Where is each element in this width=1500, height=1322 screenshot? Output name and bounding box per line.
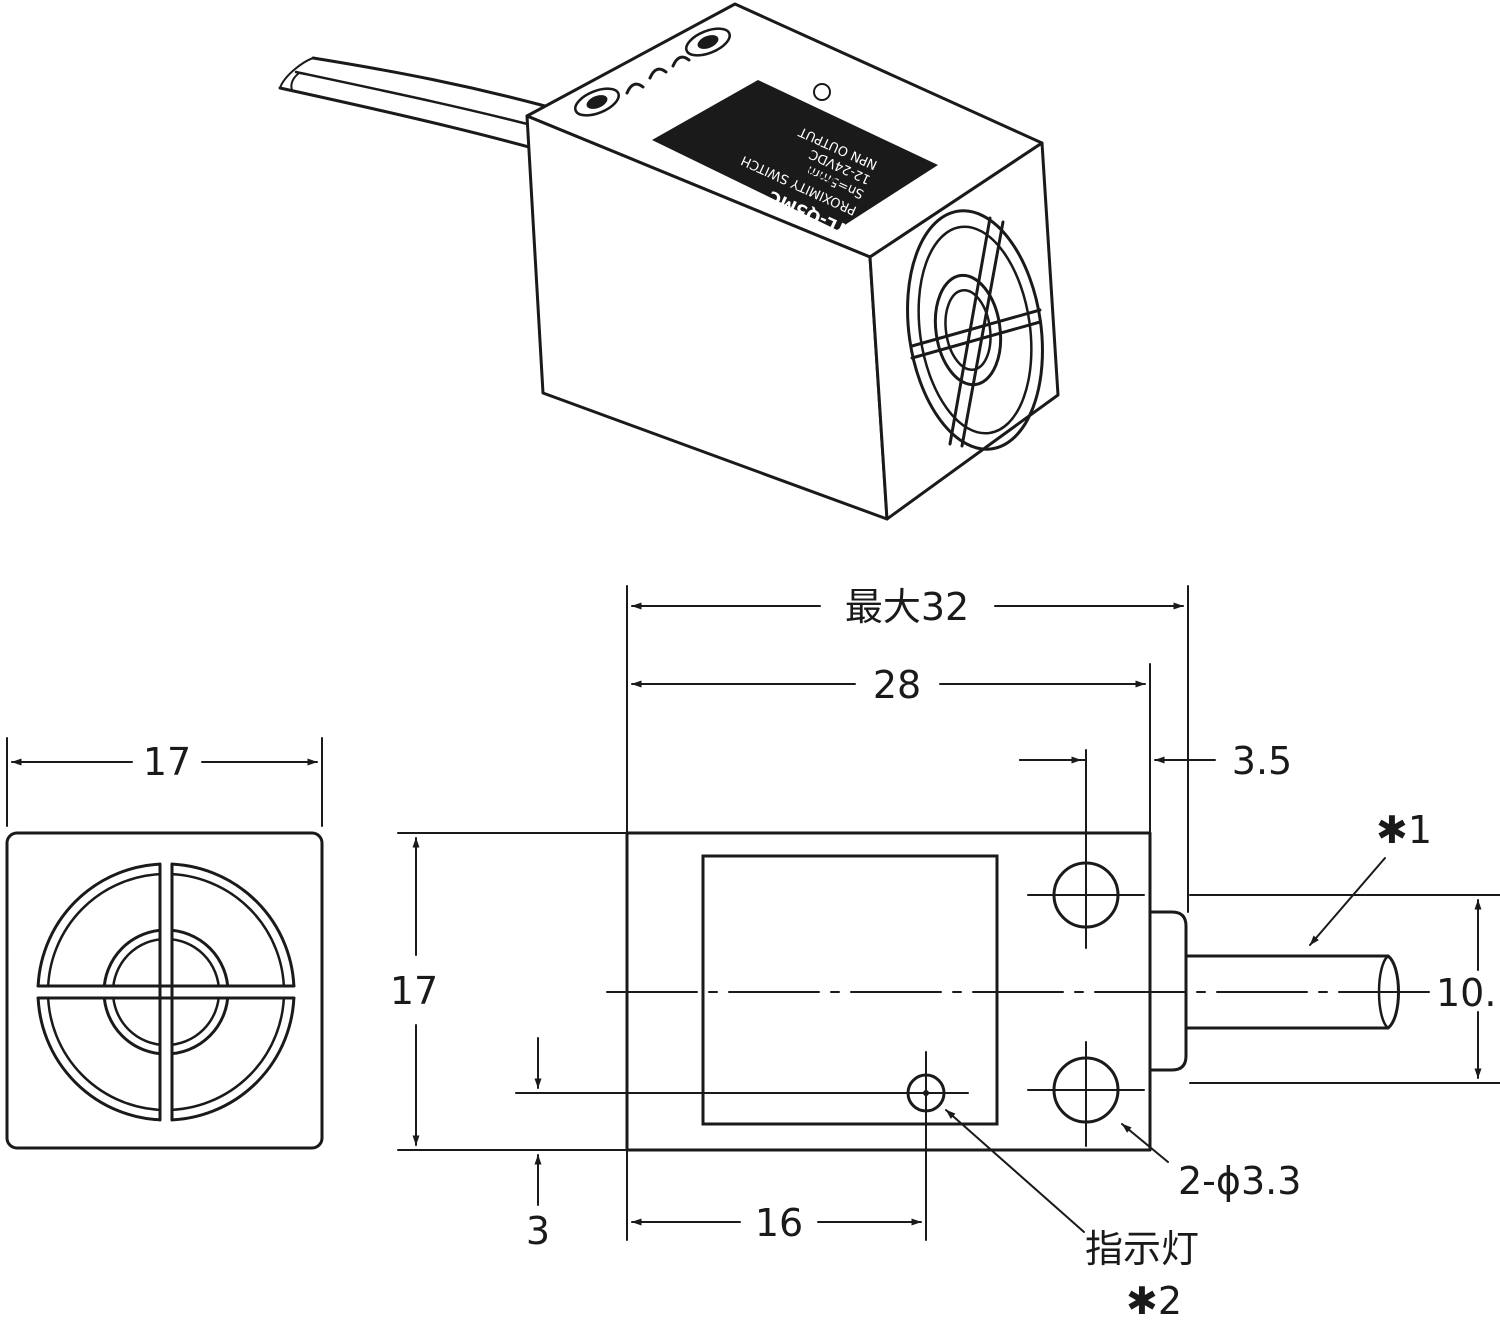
dim-mount-holes: 2-ϕ3.3 xyxy=(1178,1159,1301,1203)
dim-led-offset-x: 16 xyxy=(755,1201,803,1245)
led-3d xyxy=(813,83,831,101)
dim-cable-offset: 3.5 xyxy=(1232,739,1292,783)
dim-front-width: 17 xyxy=(143,740,191,784)
dim-body-length: 28 xyxy=(873,663,921,707)
sensor-3d-view: TL-Q5MC PROXIMITY SWITCH Sn=5mm 12-24VDC… xyxy=(278,2,1060,521)
mount-holes xyxy=(1027,749,1145,1147)
front-view: 17 xyxy=(5,737,324,1150)
note-2: ✱2 xyxy=(1126,1279,1182,1322)
screw-holes-top xyxy=(574,27,731,117)
label-indicator: 指示灯 xyxy=(1085,1227,1199,1271)
top-view: 最大32 28 3.5 17 10. 3 16 ✱1 2-ϕ3.3 指示灯 ✱2 xyxy=(390,585,1500,1322)
dim-max-length: 最大32 xyxy=(845,585,969,629)
dim-height: 17 xyxy=(390,969,438,1013)
label-recess xyxy=(701,854,999,1126)
dim-cable-height: 10. xyxy=(1436,971,1496,1015)
target-symbol-3d xyxy=(906,209,1044,451)
dim-led-offset-y: 3 xyxy=(526,1209,550,1253)
cable-gland xyxy=(1148,910,1188,1072)
note-1: ✱1 xyxy=(1376,808,1432,852)
cable-3d xyxy=(278,56,547,152)
indicator-led xyxy=(515,1051,969,1241)
